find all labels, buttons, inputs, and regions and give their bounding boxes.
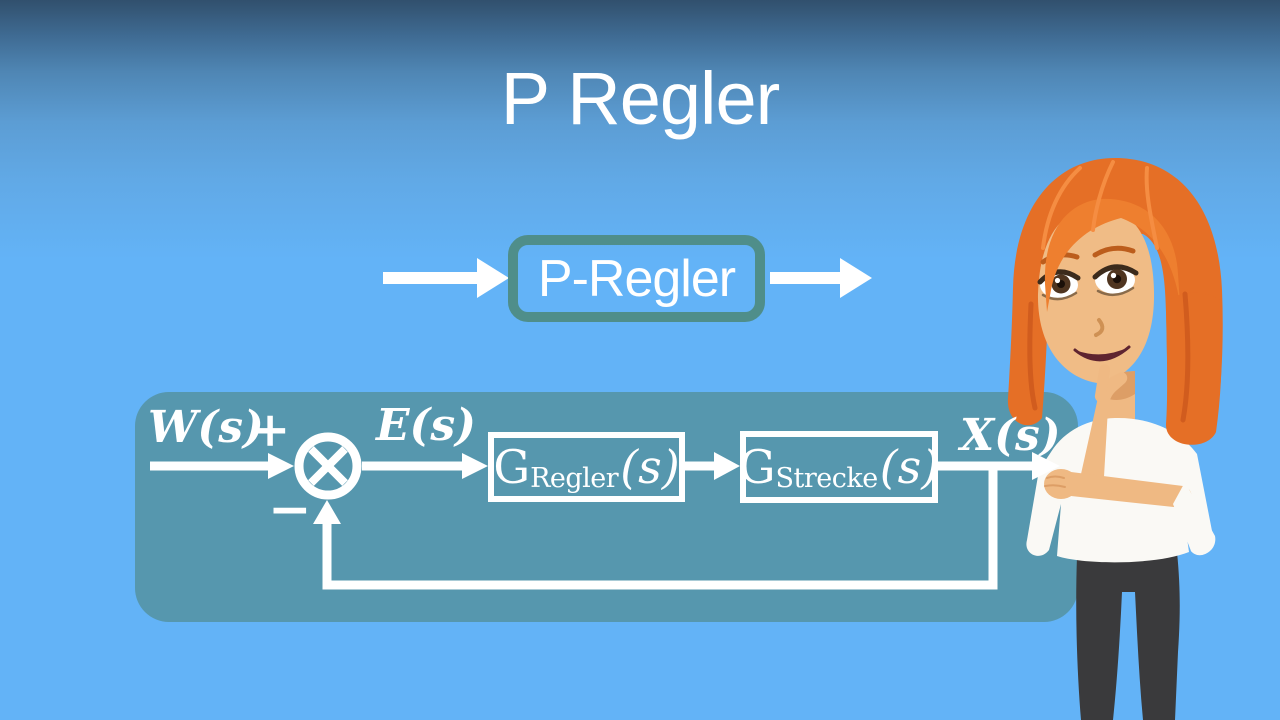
crossing-forearm xyxy=(1062,472,1192,508)
minus-sign: − xyxy=(268,479,312,540)
signal-x-label: X(s) xyxy=(960,410,1061,461)
block-g-strecke-arg: (s) xyxy=(879,440,940,494)
cartoon-character-illustration xyxy=(1007,158,1223,720)
mouth xyxy=(1073,345,1131,362)
block-g-regler-sub: Regler xyxy=(530,462,619,494)
sleeve xyxy=(1173,482,1216,556)
page-title: P Regler xyxy=(500,57,781,140)
signal-e-label: E(s) xyxy=(376,400,476,451)
raised-forearm xyxy=(1077,372,1128,494)
block-g-strecke-main: G xyxy=(738,440,776,494)
nose xyxy=(1094,318,1105,337)
flow-arrow-in-icon xyxy=(383,258,509,298)
controller-box: P-Regler xyxy=(508,235,765,322)
hair-shadow-lines xyxy=(1027,291,1191,423)
eyes xyxy=(1037,264,1139,301)
block-g-regler-main: G xyxy=(493,440,531,494)
hair-fringe xyxy=(1044,198,1180,312)
signal-w-label: W(s) xyxy=(148,402,264,453)
hair-side xyxy=(1165,292,1222,445)
hair-highlights xyxy=(1041,160,1159,250)
plus-sign: + xyxy=(250,402,291,458)
index-finger xyxy=(1094,364,1111,402)
pants xyxy=(1076,552,1180,720)
hand xyxy=(1044,469,1078,499)
block-g-regler-arg: (s) xyxy=(620,440,680,494)
controller-box-label: P-Regler xyxy=(537,249,736,308)
flow-arrow-out-icon xyxy=(770,258,872,298)
block-g-strecke-sub: Strecke xyxy=(775,462,879,494)
